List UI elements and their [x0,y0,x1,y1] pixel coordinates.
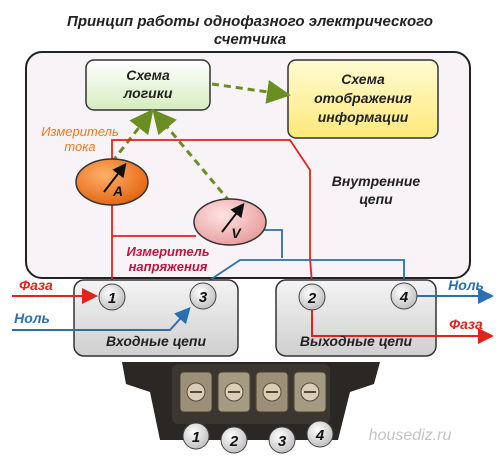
neutral-in-label: Ноль [14,310,50,326]
current-meter: A [75,158,149,206]
logic-label-1: Схема [126,67,170,83]
voltage-meter-symbol: V [231,225,242,241]
current-meter-label-2: тока [64,139,95,154]
neutral-out-label: Ноль [448,277,484,293]
voltage-needle-icon [221,202,245,233]
title-line-1: Принцип работы однофазного электрическог… [67,13,433,30]
display-label-2: отображения [314,90,412,106]
voltage-to-logic-arrow [152,109,232,203]
current-to-logic-arrow [110,108,154,163]
terminal-block-photo [122,362,380,440]
photo-number-2-text: 2 [229,433,239,450]
display-label-1: Схема [341,71,385,87]
neutral-in-wire [12,307,191,331]
display-label-3: информации [318,109,409,125]
terminal-4: 4 [390,282,418,310]
current-meter-label-1: Измеритель [41,124,119,139]
phase-out-wire [311,310,494,344]
photo-number-2: 2 [220,426,248,454]
phase-out-label: Фаза [449,316,483,332]
voltage-meter-label-1: Измеритель [126,244,209,259]
photo-number-4-text: 4 [315,427,325,444]
current-meter-symbol: A [112,183,123,199]
terminal-4-number: 4 [399,289,409,306]
watermark: housediz.ru [369,427,452,444]
photo-number-1: 1 [182,422,210,450]
voltage-meter-label-2: напряжения [129,259,208,274]
phase-in-label: Фаза [19,277,53,293]
terminal-2: 2 [298,283,326,311]
display-block: Схема отображения информации [287,59,439,139]
neutral-wiring [203,229,405,285]
terminal-3-number: 3 [199,289,208,306]
logic-block: Схема логики [85,59,211,111]
terminal-1-number: 1 [108,290,116,307]
photo-number-1-text: 1 [192,429,200,446]
terminal-3: 3 [189,282,217,310]
voltage-meter: V [193,198,267,246]
photo-number-3-text: 3 [278,433,287,450]
terminal-1: 1 [98,283,126,311]
internal-circuits-label-2: цепи [359,191,393,207]
internal-circuits-label-1: Внутренние [332,173,421,189]
photo-number-3: 3 [268,426,296,454]
input-circuits-label: Входные цепи [106,333,207,349]
logic-label-2: логики [123,85,173,101]
current-needle-icon [103,162,127,193]
photo-number-4: 4 [306,420,334,448]
output-circuits-label: Выходные цепи [300,333,413,349]
title-line-2: счетчика [214,31,286,48]
phase-wiring [111,139,313,285]
terminal-2-number: 2 [307,290,317,307]
